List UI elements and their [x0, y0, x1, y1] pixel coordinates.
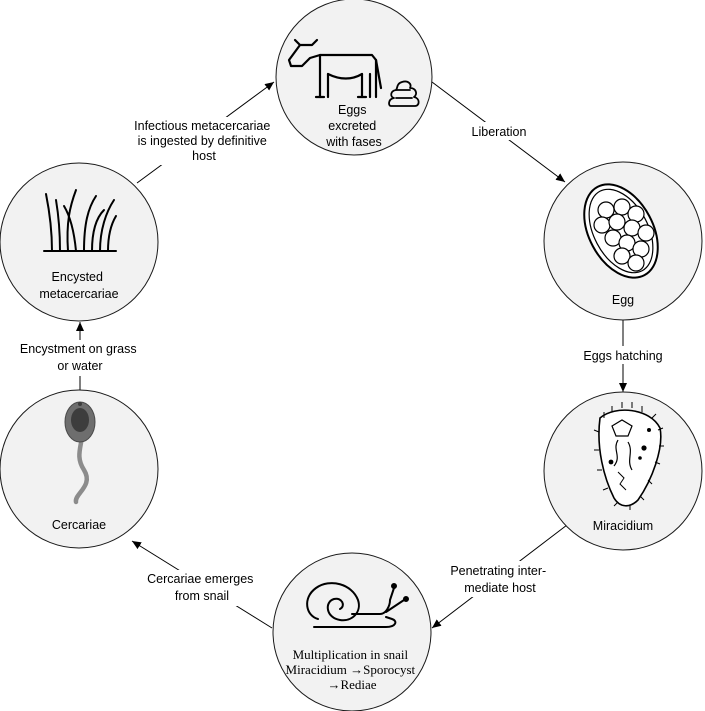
- edge-label-cercariae-emerges: Cercariae emerges from snail: [147, 572, 257, 603]
- miracidium-label: Miracidium: [593, 519, 653, 533]
- node-miracidium: Miracidium: [543, 391, 703, 551]
- edge-liberation: Liberation: [431, 81, 566, 183]
- cercaria-icon: [64, 401, 96, 505]
- metacercariae-circle: [0, 162, 159, 322]
- cercariae-label: Cercariae: [52, 518, 106, 532]
- edge-label-liberation: Liberation: [472, 125, 527, 139]
- node-metacercariae: Encysted metacercariae: [0, 162, 159, 322]
- node-cercariae: Cercariae: [0, 389, 159, 549]
- miracidium-icon: [593, 402, 664, 510]
- edge-penetrating: Penetrating inter- mediate host: [431, 524, 568, 629]
- grass-icon: [43, 189, 117, 252]
- edge-label-penetrating: Penetrating inter- mediate host: [450, 564, 549, 595]
- edge-label-encystment: Encystment on grass or water: [20, 342, 140, 373]
- edge-ingested: Infectious metacercariae is ingested by …: [129, 81, 281, 184]
- cercariae-circle: [0, 389, 159, 549]
- host-label: Eggs excreted with fases: [325, 103, 382, 149]
- node-definitive-host: Eggs excreted with fases: [275, 0, 433, 156]
- node-egg: Egg: [543, 161, 703, 321]
- egg-cluster-icon: [583, 183, 659, 279]
- metacercariae-label: Encysted metacercariae: [39, 270, 118, 301]
- edge-cercariae-emerges: Cercariae emerges from snail: [131, 540, 273, 629]
- cow-icon: [287, 38, 383, 99]
- node-snail: Multiplication in snail Miracidium →Spor…: [272, 552, 432, 711]
- edge-label-ingested: Infectious metacercariae is ingested by …: [134, 119, 274, 163]
- snail-icon: [306, 582, 409, 628]
- egg-label: Egg: [612, 293, 634, 307]
- edge-eggs-hatching: Eggs hatching: [578, 320, 668, 392]
- snail-label: Multiplication in snail Miracidium →Spor…: [286, 647, 419, 692]
- edge-encystment: Encystment on grass or water: [15, 322, 145, 390]
- edge-label-eggs-hatching: Eggs hatching: [583, 349, 662, 363]
- feces-icon: [388, 80, 420, 107]
